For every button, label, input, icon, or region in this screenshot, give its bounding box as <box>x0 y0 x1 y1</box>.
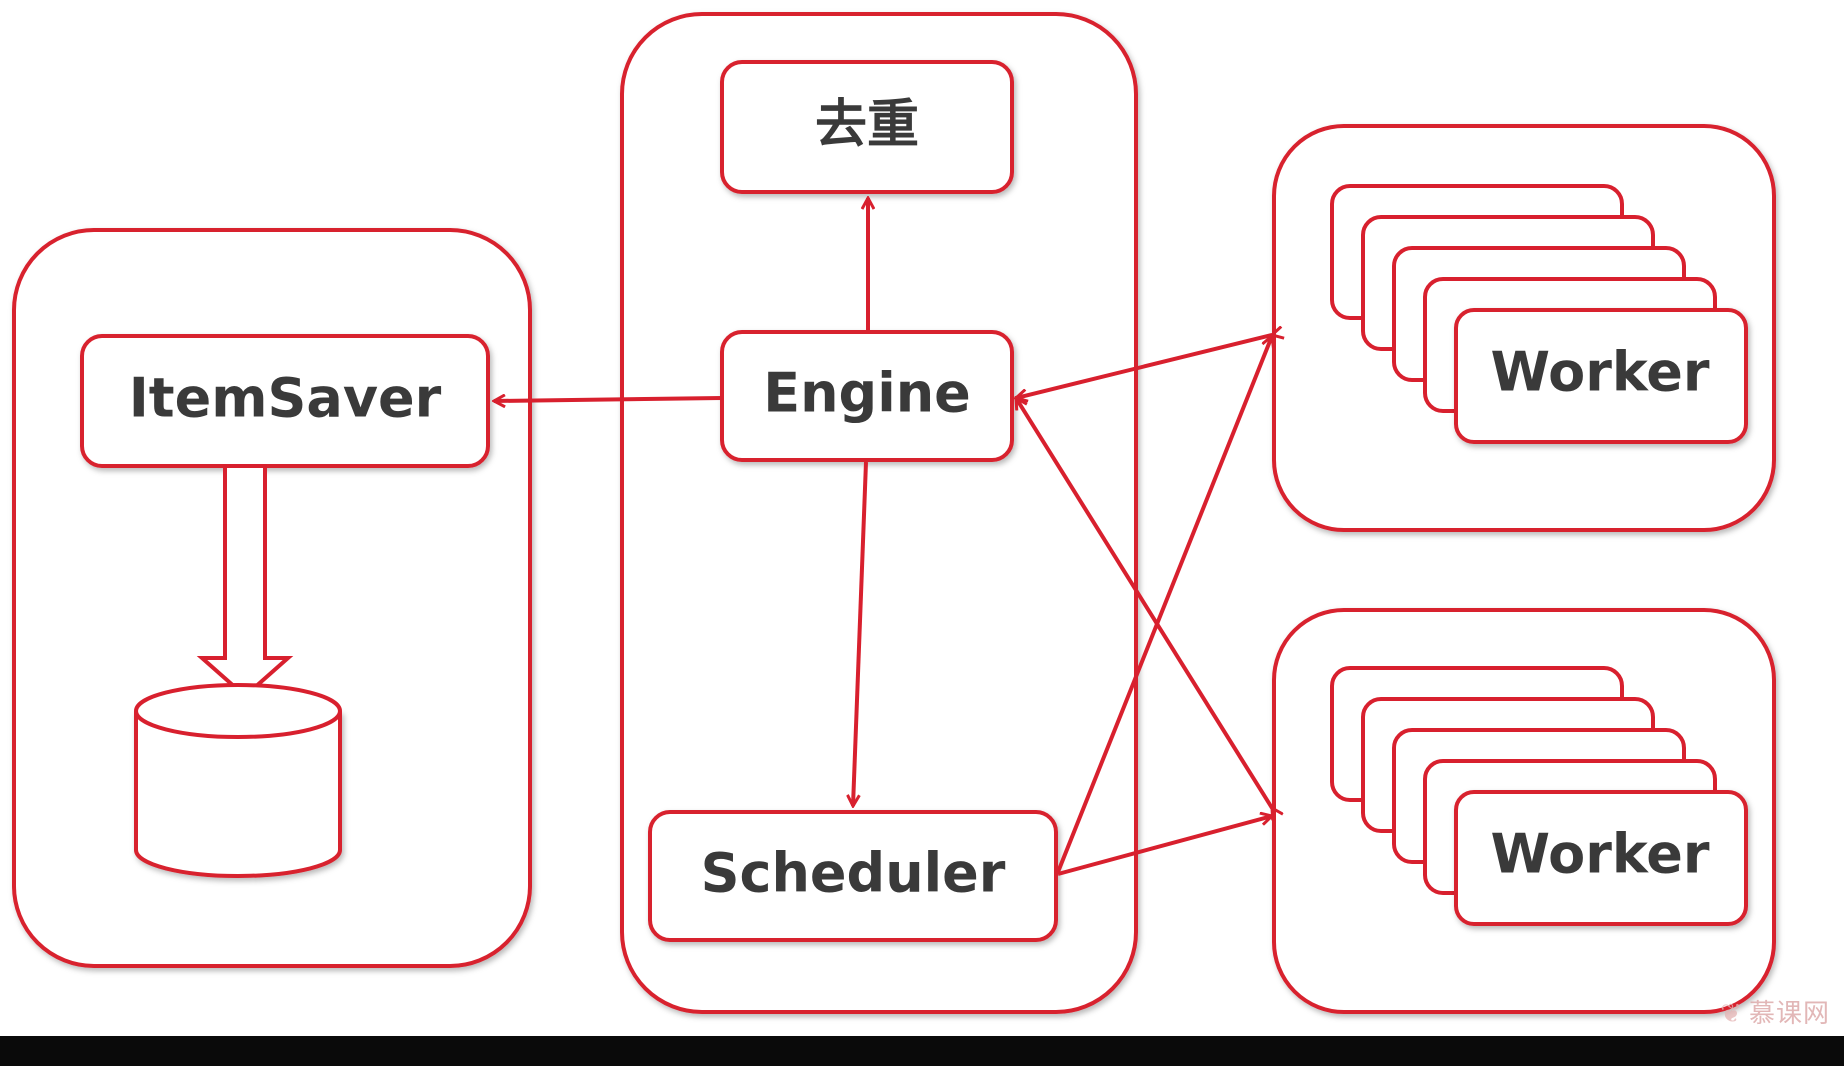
scheduler-label: Scheduler <box>701 842 1006 905</box>
scheduler-to-worker-top-arrow <box>1056 336 1272 873</box>
worker-stack-top: Worker <box>1330 184 1748 444</box>
engine-box: Engine <box>720 330 1014 462</box>
itemsaver-to-database-arrow <box>196 464 294 699</box>
flame-icon: ❦ <box>1720 999 1743 1029</box>
watermark-text: 慕课网 <box>1748 999 1830 1029</box>
worker-bottom-label: Worker <box>1490 823 1709 886</box>
worker-stack-bottom: Worker <box>1330 666 1748 926</box>
engine-to-itemsaver-arrow <box>494 398 723 401</box>
engine-to-scheduler-arrow <box>853 461 868 806</box>
worker-top-label: Worker <box>1490 341 1709 404</box>
worker-top-engine-arrow <box>1016 335 1272 398</box>
itemsaver-label: ItemSaver <box>129 367 442 430</box>
itemsaver-box: ItemSaver <box>80 334 490 468</box>
database-icon <box>134 683 342 878</box>
dedup-box: 去重 <box>720 60 1014 194</box>
watermark-logo: ❦慕课网 <box>1720 993 1830 1030</box>
scheduler-box: Scheduler <box>648 810 1058 942</box>
bottom-black-bar <box>0 1036 1844 1066</box>
worker-bottom-engine-arrow <box>1014 398 1272 808</box>
dedup-label: 去重 <box>815 95 919 155</box>
scheduler-to-worker-bottom-arrow <box>1057 816 1272 876</box>
engine-label: Engine <box>763 362 971 425</box>
